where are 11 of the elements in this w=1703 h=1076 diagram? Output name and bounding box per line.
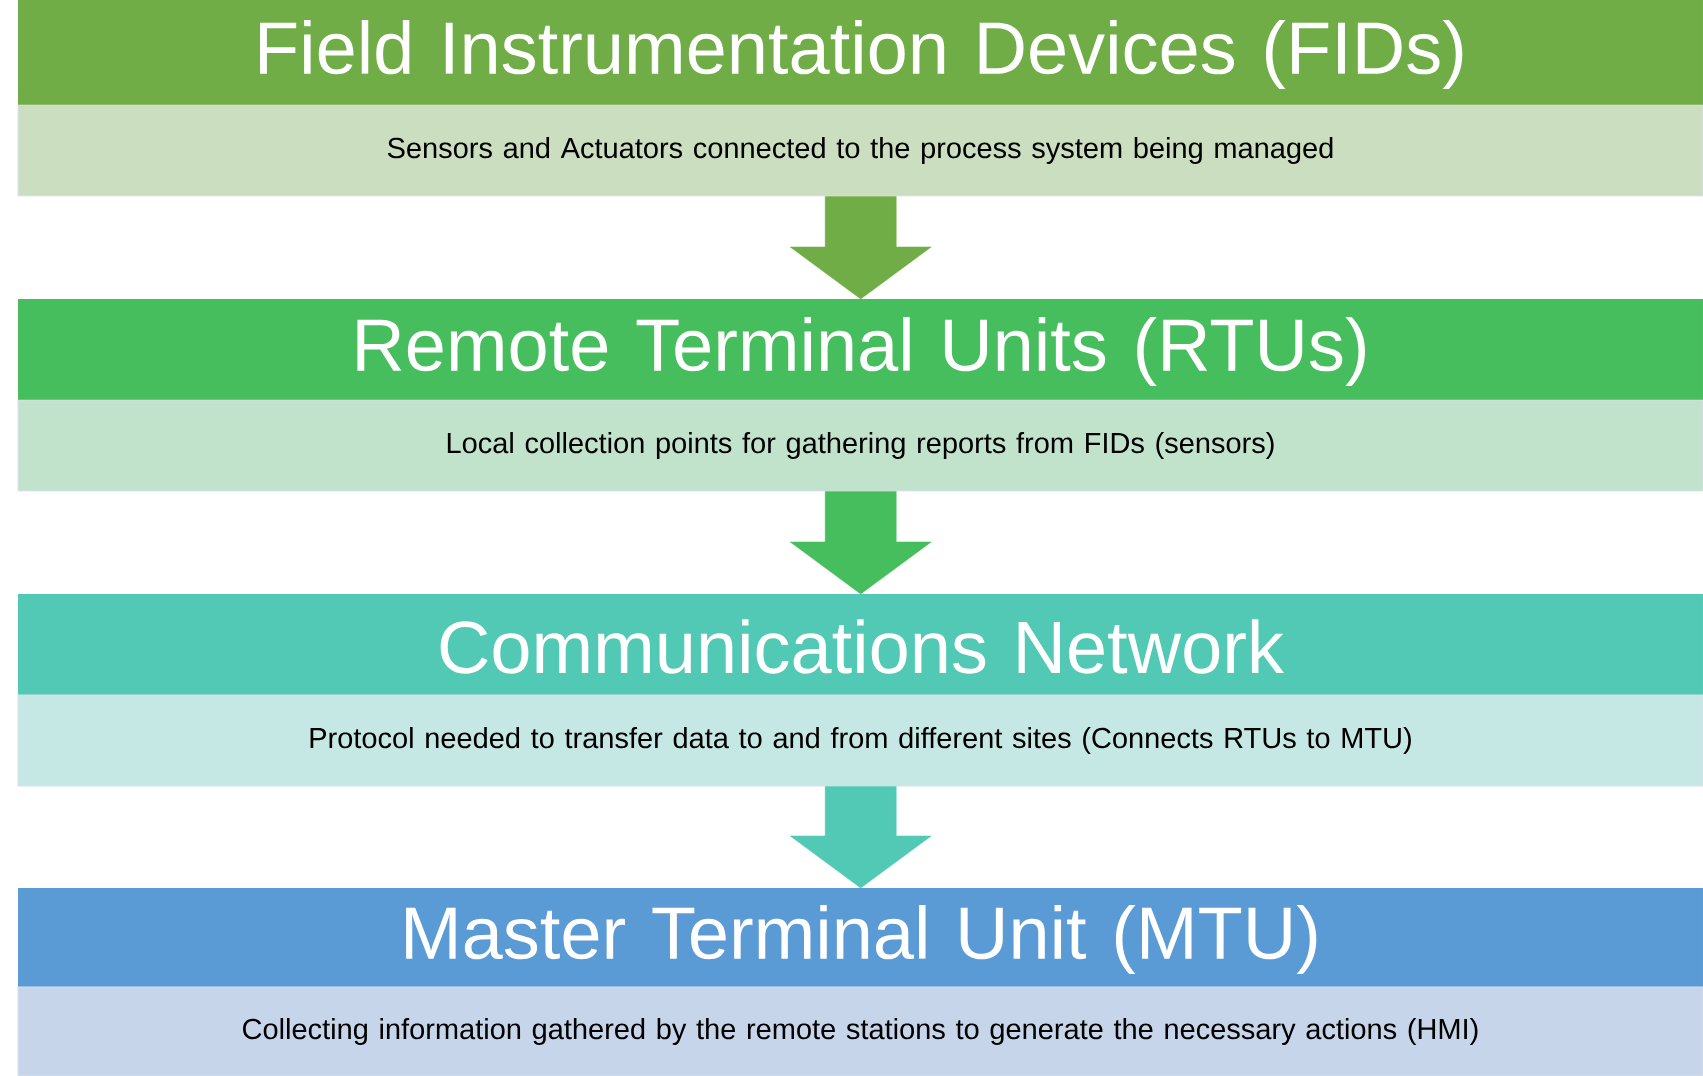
node-label: Sensors and Actuators connected to the process system being managed xyxy=(387,136,1333,165)
stage-box: Remote Terminal Units (RTUs) Local collection points for gathering reports from FIDs (sensors) xyxy=(17,299,1703,492)
node-label: Protocol needed to transfer data to and from different sites (Connects RTUs to MTU) xyxy=(310,726,1411,755)
block-arrow xyxy=(789,196,932,300)
block-arrow xyxy=(789,491,932,595)
stage-box: Field Instrumentation Devices (FIDs) Sensors and Actuators connected to the process system being managed xyxy=(17,0,1703,197)
block-arrow xyxy=(789,786,932,889)
node-label: Collecting information gathered by the remote stations to generate the necessary actions (HMI) xyxy=(243,1017,1478,1046)
stage-box: Master Terminal Unit (MTU) Collecting information gathered by the remote stations to generate the necessary actions (HMI) xyxy=(17,888,1703,1076)
stage-box: Communications Network Protocol needed to transfer data to and from different sites (Connects RTUs to MTU) xyxy=(17,594,1703,787)
node-label: Local collection points for gathering reports from FIDs (sensors) xyxy=(447,431,1274,460)
